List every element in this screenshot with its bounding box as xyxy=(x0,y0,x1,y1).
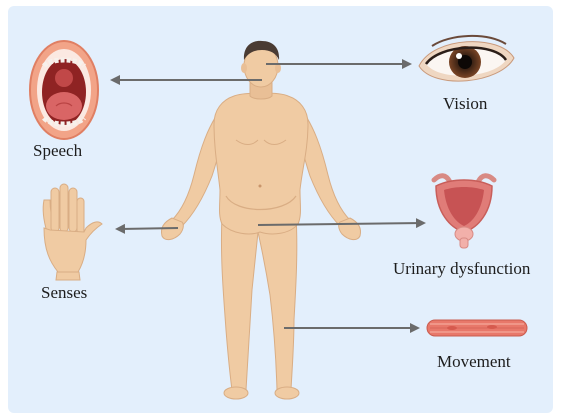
human-body-figure xyxy=(161,41,360,399)
senses-label: Senses xyxy=(41,283,87,303)
hand-icon xyxy=(43,184,102,280)
bladder-icon xyxy=(434,176,494,248)
arrow-to-senses xyxy=(117,228,178,229)
urinary-dysfunction-label: Urinary dysfunction xyxy=(393,259,530,279)
speech-label: Speech xyxy=(33,141,82,161)
open-mouth-icon xyxy=(30,41,98,139)
eye-icon xyxy=(419,36,514,81)
movement-label: Movement xyxy=(437,352,511,372)
vision-label: Vision xyxy=(443,94,487,114)
muscle-fiber-icon xyxy=(427,320,527,336)
